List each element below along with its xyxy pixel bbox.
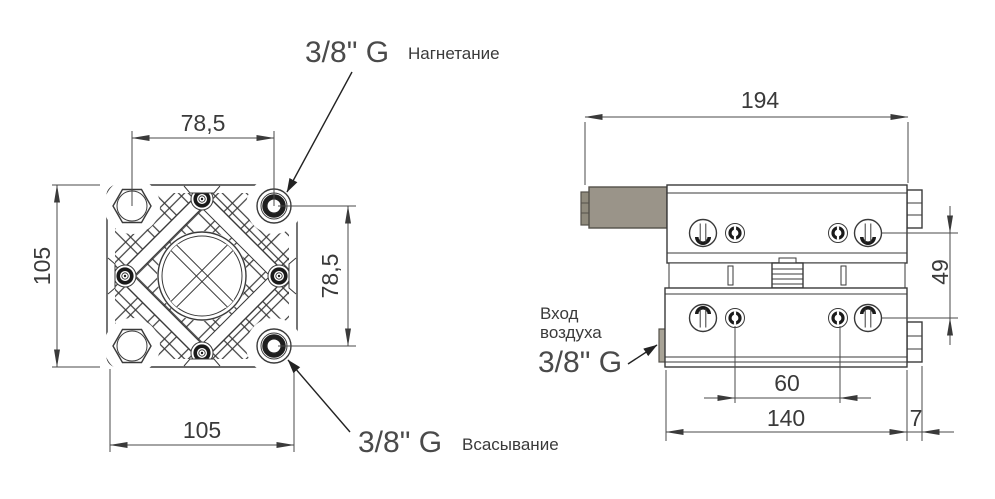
suction-name-text: Всасывание <box>462 435 559 454</box>
dim-bottom-105: 105 <box>109 369 295 452</box>
suction-leader-arrow <box>287 359 351 433</box>
cap-screw <box>853 303 883 333</box>
dim-60-text: 60 <box>774 370 800 396</box>
edge-notches <box>107 185 297 367</box>
dim-top-78-5-text: 78,5 <box>181 110 226 136</box>
muffler <box>580 186 668 229</box>
air-inlet-leader-arrow <box>627 344 658 365</box>
right-hex-plug-upper <box>906 189 923 229</box>
suction-label: 3/8" G Всасывание <box>287 359 559 459</box>
suction-thread-text: 3/8" G <box>358 426 442 459</box>
set-screw <box>828 308 848 328</box>
dim-left-105-text: 105 <box>29 247 55 285</box>
air-inlet-line2-text: воздуха <box>540 323 602 342</box>
dim-194-text: 194 <box>741 87 780 113</box>
dim-194: 194 <box>584 87 909 185</box>
lower-row-screws <box>688 303 883 333</box>
cap-screw <box>688 303 718 333</box>
screw-left <box>113 264 137 288</box>
dim-top-78-5: 78,5 <box>131 110 275 206</box>
air-inlet-label: Вход воздуха 3/8" G <box>538 304 658 379</box>
dim-60: 60 <box>704 326 871 403</box>
dim-49: 49 <box>882 206 958 345</box>
cap-screw <box>688 218 718 248</box>
discharge-leader-arrow <box>286 71 353 193</box>
dim-140-and-7: 140 7 <box>665 366 954 441</box>
upper-row-screws <box>688 218 883 248</box>
hex-plug-bottom-left <box>112 328 152 364</box>
front-view <box>104 178 302 374</box>
right-hex-plug-lower <box>906 321 923 363</box>
dim-left-105: 105 <box>29 184 100 368</box>
dim-140-text: 140 <box>767 405 805 431</box>
set-screw <box>725 308 745 328</box>
side-view <box>580 184 923 368</box>
set-screw <box>725 223 745 243</box>
screw-right <box>267 264 291 288</box>
cap-screw <box>853 218 883 248</box>
discharge-name-text: Нагнетание <box>408 44 500 63</box>
discharge-label: 3/8" G Нагнетание <box>286 36 500 193</box>
discharge-thread-text: 3/8" G <box>305 36 389 69</box>
dim-49-text: 49 <box>927 259 953 285</box>
air-inlet-line1-text: Вход <box>540 304 579 323</box>
dim-bottom-105-text: 105 <box>183 417 221 443</box>
air-inlet-thread-text: 3/8" G <box>538 346 622 379</box>
dim-right-78-5: 78,5 <box>278 205 356 347</box>
dim-right-78-5-text: 78,5 <box>317 254 343 299</box>
dim-7-text: 7 <box>910 405 923 431</box>
set-screw <box>828 223 848 243</box>
